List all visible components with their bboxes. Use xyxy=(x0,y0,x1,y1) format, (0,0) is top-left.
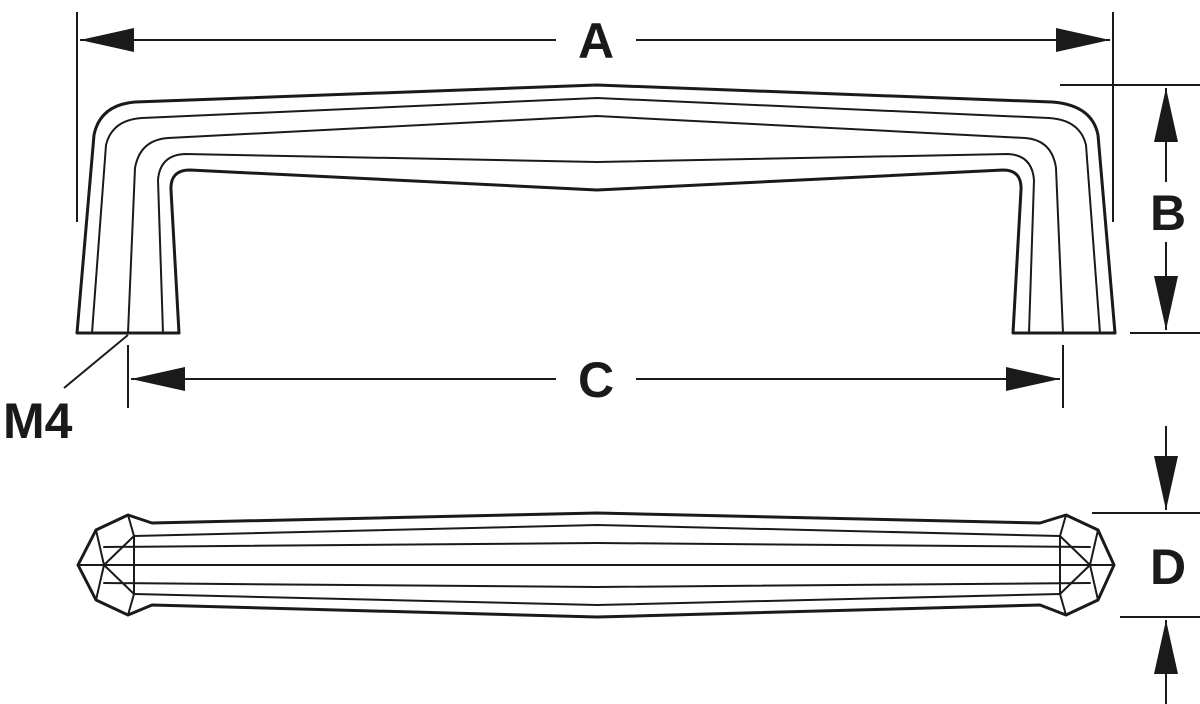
dimension-b-arrow-bottom xyxy=(1154,276,1178,330)
dimension-d: D xyxy=(1092,426,1200,704)
dimension-c-label: C xyxy=(578,352,614,408)
dimension-c-label-background xyxy=(556,350,636,408)
dimension-a-label-background xyxy=(556,12,636,68)
handle-top-facet-line-4 xyxy=(103,582,1091,588)
dimension-d-label: D xyxy=(1150,539,1186,595)
dimension-b-arrow-top xyxy=(1154,88,1178,142)
handle-front-bevel-line-3 xyxy=(157,153,1035,334)
handle-front-bevel-line-2 xyxy=(127,115,1064,334)
handle-top-facet-line-2 xyxy=(103,542,1091,548)
dimension-d-arrow-top xyxy=(1154,456,1178,510)
handle-front-view xyxy=(75,83,1117,335)
dimension-a-arrow-left xyxy=(80,28,134,52)
dimension-a: A xyxy=(76,12,1114,222)
handle-top-facet-line-5 xyxy=(133,593,1061,606)
handle-top-facet-line-1 xyxy=(133,524,1061,537)
dimension-c-arrow-right xyxy=(1006,367,1060,391)
thread-leader-line xyxy=(63,334,129,389)
dimension-c-arrow-left xyxy=(131,367,185,391)
thread-label: M4 xyxy=(3,393,73,449)
dimension-b: B xyxy=(1060,84,1200,334)
dimension-a-arrow-right xyxy=(1056,28,1110,52)
dimension-d-arrow-bottom xyxy=(1154,620,1178,674)
dimension-b-label: B xyxy=(1150,185,1186,241)
dimension-b-label-background xyxy=(1140,182,1196,242)
dimension-a-label: A xyxy=(578,13,614,69)
dimension-c: C xyxy=(127,345,1064,408)
thread-callout: M4 xyxy=(3,334,129,449)
handle-top-view xyxy=(76,511,1116,619)
handle-front-bevel-line-1 xyxy=(91,97,1101,334)
handle-front-outer-outline xyxy=(75,83,1117,335)
